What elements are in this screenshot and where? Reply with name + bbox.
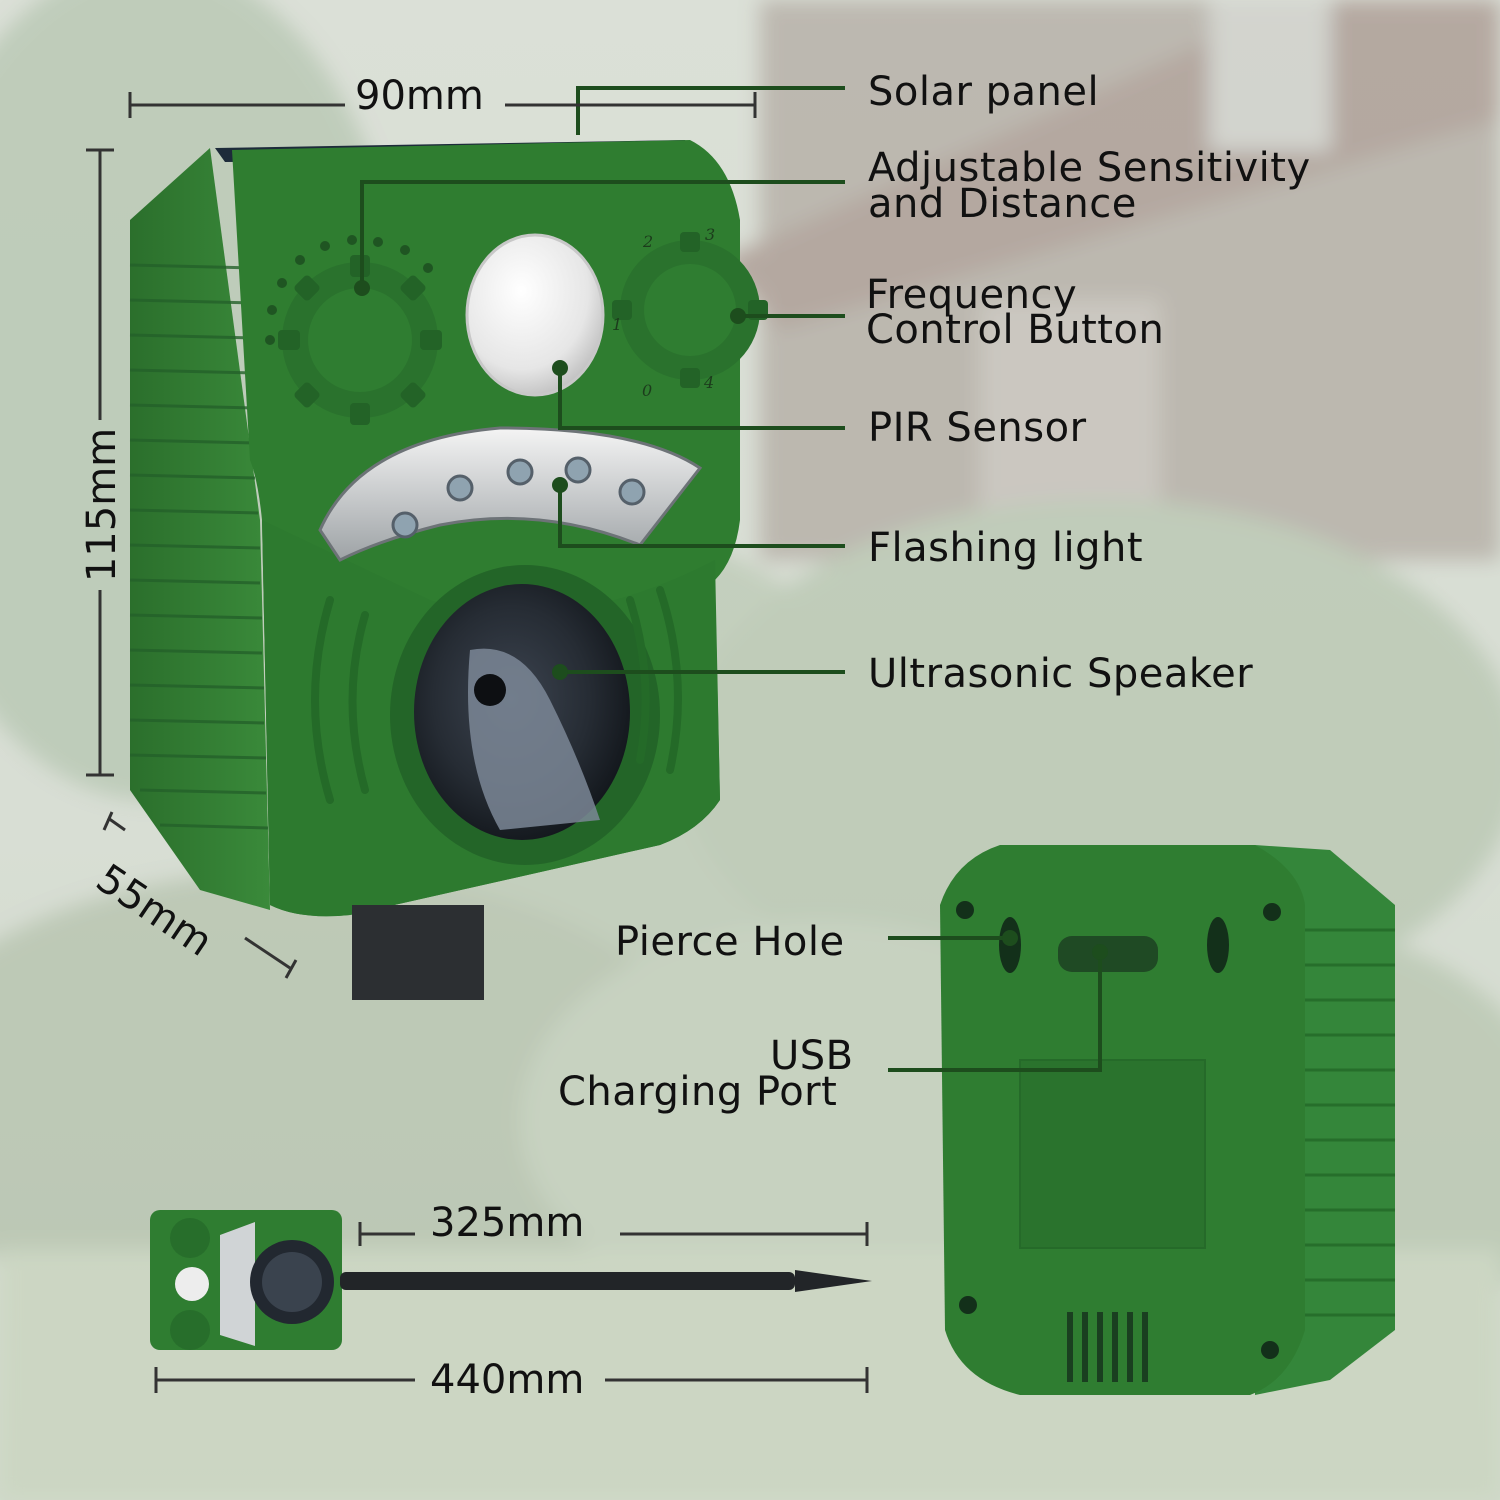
leader-lines — [360, 86, 1102, 1072]
label-ultrasonic-speaker: Ultrasonic Speaker — [868, 651, 1254, 697]
label-flashing-light: Flashing light — [868, 525, 1144, 571]
dial-mark-1: 1 — [612, 315, 622, 334]
label-pierce-hole: Pierce Hole — [615, 919, 845, 965]
label-frequency-line1: Frequency — [866, 272, 1078, 318]
dial-mark-0: 0 — [642, 381, 652, 400]
label-sensitivity-line1: Adjustable Sensitivity — [868, 145, 1311, 191]
dimension-width-label: 90mm — [355, 73, 484, 119]
label-usb-line1: USB — [770, 1033, 854, 1079]
device-with-stake-view — [150, 1210, 872, 1350]
label-frequency-line2: Control Button — [866, 307, 1165, 353]
device-front-view — [129, 140, 768, 1000]
dimension-total-length-label: 440mm — [430, 1357, 585, 1403]
dimension-lines — [86, 92, 869, 1393]
label-sensitivity-line2: and Distance — [868, 181, 1137, 227]
label-pir-sensor: PIR Sensor — [868, 405, 1087, 451]
dial-mark-4: 4 — [703, 373, 714, 392]
dimension-stake-label: 325mm — [430, 1200, 585, 1246]
dial-mark-2: 2 — [642, 232, 653, 251]
dial-mark-3: 3 — [705, 225, 715, 244]
label-solar-panel: Solar panel — [868, 69, 1100, 115]
device-back-view — [940, 845, 1395, 1395]
dimension-height-label: 115mm — [79, 427, 125, 583]
label-usb-line2: Charging Port — [558, 1069, 838, 1115]
